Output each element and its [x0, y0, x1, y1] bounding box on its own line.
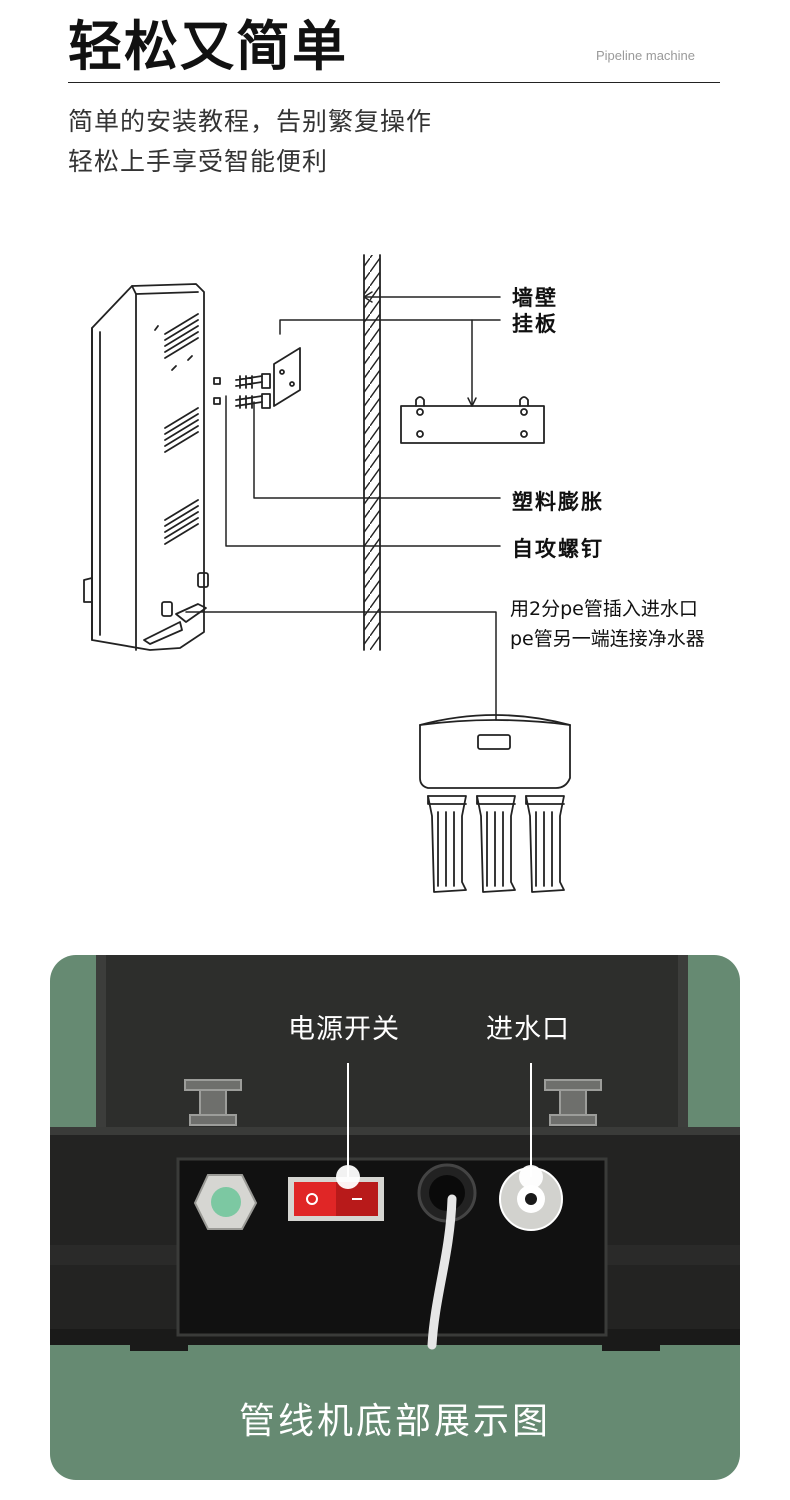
- pipeline-machine-drawing: [83, 283, 209, 651]
- panel-caption: 管线机底部展示图: [238, 1401, 551, 1442]
- callout-water-inlet: 进水口: [486, 1014, 570, 1045]
- label-wall: 墙壁: [512, 286, 558, 310]
- water-purifier-drawing: [419, 714, 571, 893]
- page-title: 轻松又简单: [68, 15, 348, 78]
- installation-diagram: [83, 254, 571, 893]
- hanging-plate-drawing: [273, 347, 301, 407]
- description-line-1: 简单的安装教程，告别繁复操作: [68, 107, 433, 136]
- screws-anchors-drawing: [213, 373, 271, 409]
- label-pipe-note-2: pe管另一端连接净水器: [510, 628, 705, 650]
- machine-bottom-photo-panel: 电源开关 进水口: [50, 955, 740, 1480]
- label-plastic-anchor: 塑料膨胀: [512, 490, 604, 514]
- callout-power-switch: 电源开关: [288, 1014, 400, 1045]
- wall-drawing: [363, 254, 381, 651]
- label-pipe-note-1: 用2分pe管插入进水口: [510, 598, 698, 620]
- label-tapping-screw: 自攻螺钉: [512, 537, 604, 561]
- title-divider: [68, 82, 720, 83]
- hanging-plate-front-view: [400, 396, 545, 444]
- machine-bottom-photo: [50, 955, 740, 1351]
- label-hanging-plate: 挂板: [512, 312, 558, 336]
- english-subtitle: Pipeline machine: [596, 48, 696, 63]
- description-line-2: 轻松上手享受智能便利: [68, 147, 329, 176]
